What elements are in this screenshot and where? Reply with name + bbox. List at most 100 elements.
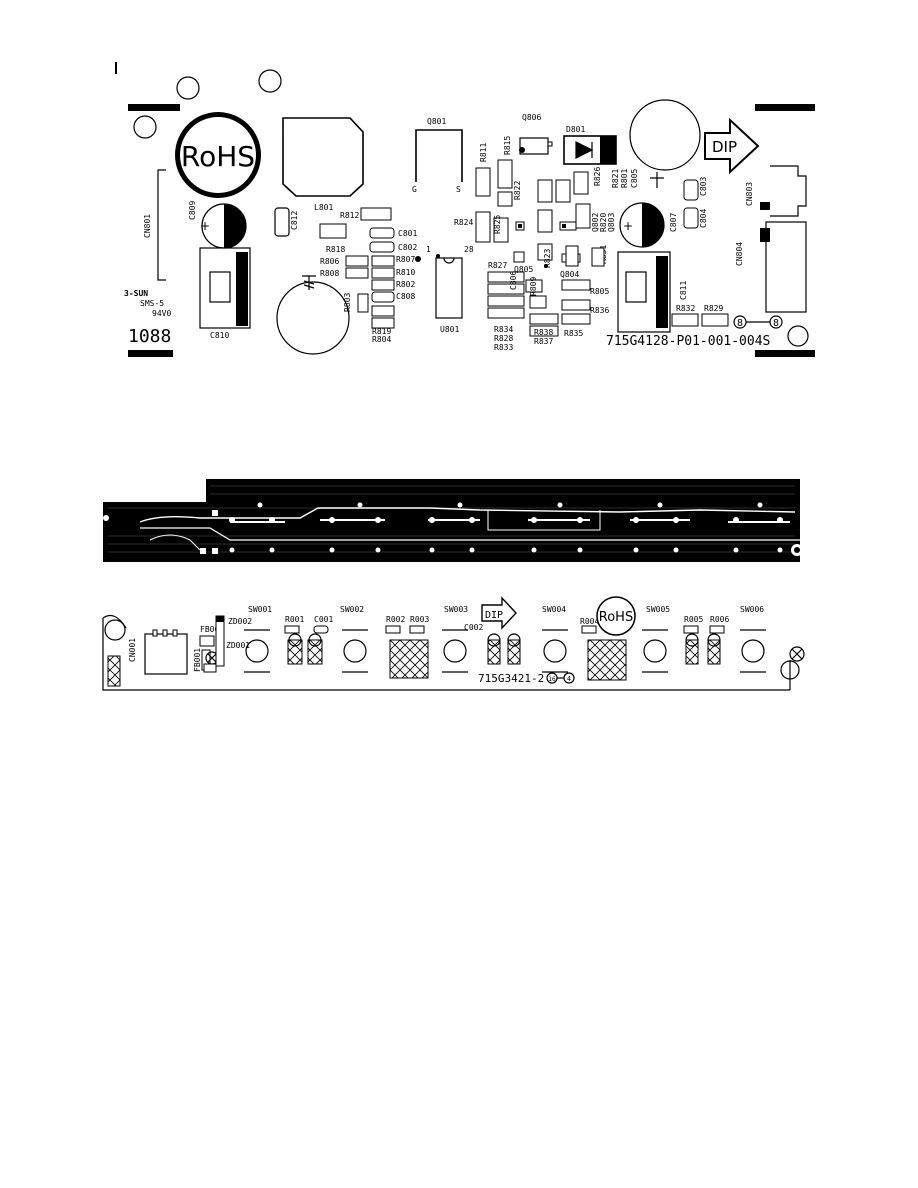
r833-label: R833 xyxy=(494,343,513,352)
u801-pin1: 1 xyxy=(426,245,431,254)
c803-label: C803 xyxy=(699,177,708,196)
r823-label: R823 xyxy=(543,249,552,268)
q801-gate: G xyxy=(412,185,417,194)
mounting-hole xyxy=(104,619,126,641)
rohs-logo: RoHS xyxy=(181,140,255,173)
cn801-outline xyxy=(157,169,166,281)
cn801-label: CN801 xyxy=(143,214,152,238)
manufacturer-logo-line1: 3-SUN xyxy=(124,289,148,298)
screw-icon xyxy=(302,275,316,290)
corner-mark xyxy=(115,62,117,74)
sw005-button xyxy=(643,639,667,663)
q805-label: Q805 xyxy=(514,265,533,274)
r002-label: R002 xyxy=(386,615,405,624)
keypad-board: CN001 FB002 FB001 ZD002 ZD001 SW001 SW00… xyxy=(102,596,805,691)
r832-label: R832 xyxy=(676,304,695,313)
r807-label: R807 xyxy=(396,255,415,264)
mounting-hole xyxy=(787,325,809,347)
edge-bar-right-top xyxy=(755,104,815,111)
c811-outline xyxy=(617,251,671,333)
rohs-logo-small-ring xyxy=(596,596,636,636)
r837-label: R837 xyxy=(534,337,553,346)
c811-label: C811 xyxy=(679,281,688,300)
cn803-label: CN803 xyxy=(745,182,754,206)
q802-label: Q802 xyxy=(591,213,600,232)
r802-label: R802 xyxy=(396,280,415,289)
r812-label: R812 xyxy=(340,211,359,220)
c812-outline xyxy=(274,207,290,237)
u801-label: U801 xyxy=(440,325,459,334)
r826-label: R826 xyxy=(593,167,602,186)
r004-label: R004 xyxy=(580,617,599,626)
r811-label: R811 xyxy=(479,143,488,162)
sw003-label: SW003 xyxy=(444,605,468,614)
r003-label: R003 xyxy=(410,615,429,624)
c001-label: C001 xyxy=(314,615,333,624)
sw006-label: SW006 xyxy=(740,605,764,614)
small-parts xyxy=(513,171,591,337)
zd002-label: ZD002 xyxy=(228,617,252,626)
rev-mark-b: 4 xyxy=(567,675,571,683)
r805-label: R805 xyxy=(590,287,609,296)
d801-label: D801 xyxy=(566,125,585,134)
sw005: SW005 xyxy=(642,605,670,673)
sw004: SW004 xyxy=(542,605,568,673)
sw004-label: SW004 xyxy=(542,605,566,614)
c808-label: C808 xyxy=(396,292,415,301)
r825-label: R825 xyxy=(493,215,502,234)
sw005-label: SW005 xyxy=(646,605,670,614)
l801-label: L801 xyxy=(314,203,333,212)
sw001: SW001 xyxy=(244,605,272,673)
resistor-column xyxy=(345,227,395,329)
sw001-button xyxy=(245,639,269,663)
edge-bar-left-bottom xyxy=(128,350,173,357)
dip-arrow-small xyxy=(481,596,517,630)
mounting-hole xyxy=(258,69,282,93)
mounting-hole xyxy=(780,660,800,680)
r819-label: R819 xyxy=(372,327,391,336)
mounting-hole xyxy=(133,115,157,139)
r806-label: R806 xyxy=(320,257,339,266)
r821-label: R821 xyxy=(611,169,620,188)
r006-label: R006 xyxy=(710,615,729,624)
sw006: SW006 xyxy=(740,605,766,673)
sw002-label: SW002 xyxy=(340,605,364,614)
board3-part-number: 715G3421-2 xyxy=(478,672,544,685)
sw001-label: SW001 xyxy=(248,605,272,614)
r834-label: R834 xyxy=(494,325,513,334)
sw006-button xyxy=(741,639,765,663)
sw002: SW002 xyxy=(340,605,368,673)
r818-label: R818 xyxy=(326,245,345,254)
cn804-outline xyxy=(765,221,807,313)
cn001-label: CN001 xyxy=(128,638,137,662)
c802-label: C802 xyxy=(398,243,417,252)
main-board: RoHS DIP CN801 + C809 C810 3-SUN SMS-5 9… xyxy=(115,62,815,357)
r808-label: R808 xyxy=(320,269,339,278)
fb001-label: FB001 xyxy=(193,648,202,672)
mounting-hole xyxy=(176,76,200,100)
svg-text:+: + xyxy=(200,219,210,233)
r828-label: R828 xyxy=(494,334,513,343)
q806-label: Q806 xyxy=(522,113,541,122)
q801-source: S xyxy=(456,185,461,194)
cn804-label: CN804 xyxy=(735,242,744,266)
sw003: SW003 xyxy=(442,605,468,673)
c002-label: C002 xyxy=(464,623,483,632)
large-cap-outline xyxy=(629,99,701,171)
sw003-button xyxy=(443,639,467,663)
r005-label: R005 xyxy=(684,615,703,624)
u801-outline xyxy=(435,257,463,319)
c809-label: C809 xyxy=(188,201,197,220)
date-code: 1088 xyxy=(128,326,171,347)
u801-pin28: 28 xyxy=(464,245,474,254)
dip-small-label: DIP xyxy=(485,610,503,621)
r803-label: R803 xyxy=(343,293,352,312)
r809-label: R809 xyxy=(529,277,538,296)
c805-label: C805 xyxy=(630,169,639,188)
manufacturer-logo-line2: SMS-5 xyxy=(140,299,164,308)
cn803-outline xyxy=(770,165,807,217)
speaker-hole xyxy=(276,281,350,355)
zd001-label: ZD001 xyxy=(226,641,250,650)
sw002-button xyxy=(343,639,367,663)
